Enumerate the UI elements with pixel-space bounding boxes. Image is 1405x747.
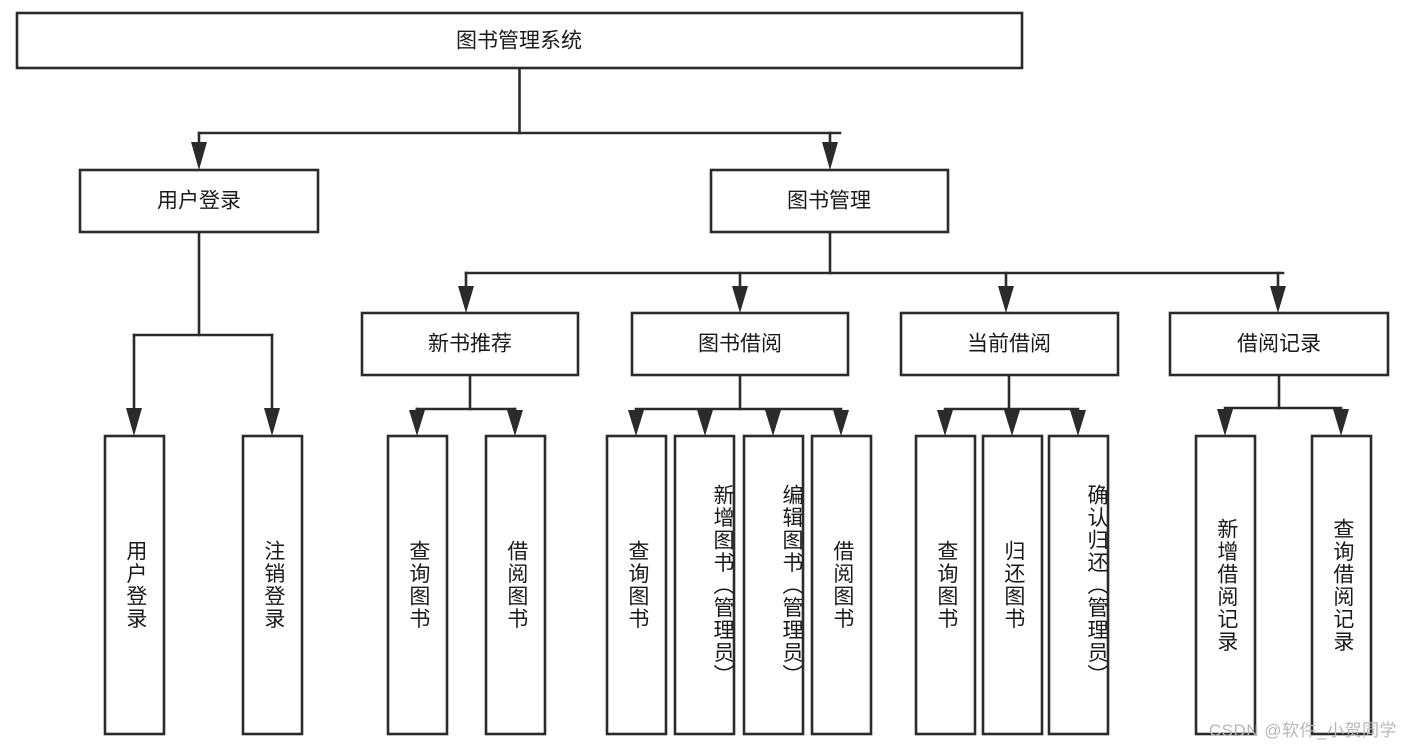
arrowhead-bb-leaf-4 [833, 410, 849, 436]
arrowhead-book-borrow [732, 286, 748, 313]
arrowhead-cb-leaf-3 [1070, 410, 1086, 436]
arrowhead-cb-leaf-1 [937, 410, 953, 436]
connector-group-book-borrow [628, 373, 849, 436]
arrowhead-leaf-user-login [126, 408, 142, 436]
node-root[interactable]: 图书管理系统 [15, 11, 1024, 70]
node-new-book-rec[interactable]: 新书推荐 [360, 311, 580, 377]
leaf-box-1[interactable] [241, 434, 304, 736]
leaf-box-6[interactable] [742, 434, 805, 736]
connector-group-root [191, 66, 842, 170]
leaf-box-0[interactable] [103, 434, 166, 736]
node-borrow-record[interactable]: 借阅记录 [1168, 311, 1390, 377]
leaf-box-11[interactable] [1194, 434, 1257, 736]
arrowhead-user-login [191, 142, 207, 170]
node-user-login-box[interactable] [78, 168, 320, 234]
arrowhead-current-borrow [998, 286, 1014, 313]
node-new-book-rec-label: 新书推荐 [428, 333, 512, 356]
node-book-borrow[interactable]: 图书借阅 [630, 311, 850, 377]
node-book-manage-box[interactable] [709, 168, 950, 234]
node-current-borrow[interactable]: 当前借阅 [899, 311, 1120, 377]
arrowhead-new-book-rec [458, 286, 474, 313]
connector-group-current-borrow [937, 373, 1086, 436]
arrowhead-br-leaf-2 [1333, 409, 1349, 436]
leaf-box-5[interactable] [673, 434, 736, 736]
node-borrow-record-label: 借阅记录 [1237, 333, 1321, 356]
node-root-label: 图书管理系统 [456, 30, 582, 53]
node-user-login[interactable]: 用户登录 [78, 168, 320, 234]
leaf-box-8[interactable] [914, 434, 977, 736]
node-borrow-record-box[interactable] [1168, 311, 1390, 377]
leaf-boxes [103, 434, 1373, 736]
node-current-borrow-box[interactable] [899, 311, 1120, 377]
node-book-manage[interactable]: 图书管理 [709, 168, 950, 234]
leaf-box-7[interactable] [810, 434, 873, 736]
node-new-book-rec-box[interactable] [360, 311, 580, 377]
leaf-box-12[interactable] [1310, 434, 1373, 736]
leaf-box-4[interactable] [605, 434, 668, 736]
connector-group-book-manage [458, 230, 1286, 313]
arrowhead-bb-leaf-3 [765, 410, 781, 436]
node-book-borrow-label: 图书借阅 [698, 333, 782, 356]
arrowhead-bb-leaf-1 [628, 410, 644, 436]
arrowhead-book-manage [822, 142, 838, 170]
connector-group-borrow-record [1217, 373, 1349, 436]
arrowhead-leaf-logout [264, 408, 280, 436]
node-book-borrow-box[interactable] [630, 311, 850, 377]
arrowhead-cb-leaf-2 [1004, 410, 1020, 436]
connector-group-user-login [126, 230, 280, 436]
node-root-box[interactable] [15, 11, 1024, 70]
node-current-borrow-label: 当前借阅 [967, 333, 1051, 356]
leaf-box-9[interactable] [981, 434, 1044, 736]
arrowhead-nbr-leaf-1 [409, 410, 425, 436]
arrowhead-nbr-leaf-2 [507, 410, 523, 436]
leaf-box-3[interactable] [484, 434, 547, 736]
node-user-login-label: 用户登录 [157, 190, 241, 213]
leaf-box-10[interactable] [1047, 434, 1110, 736]
arrowhead-bb-leaf-2 [697, 410, 713, 436]
node-book-manage-label: 图书管理 [787, 190, 871, 213]
connector-group-new-book-rec [409, 373, 523, 436]
watermark-text: CSDN @软件_小贺同学 [1208, 721, 1397, 740]
arrowhead-borrow-record [1270, 286, 1286, 313]
arrowhead-br-leaf-1 [1217, 409, 1233, 436]
leaf-box-2[interactable] [386, 434, 449, 736]
